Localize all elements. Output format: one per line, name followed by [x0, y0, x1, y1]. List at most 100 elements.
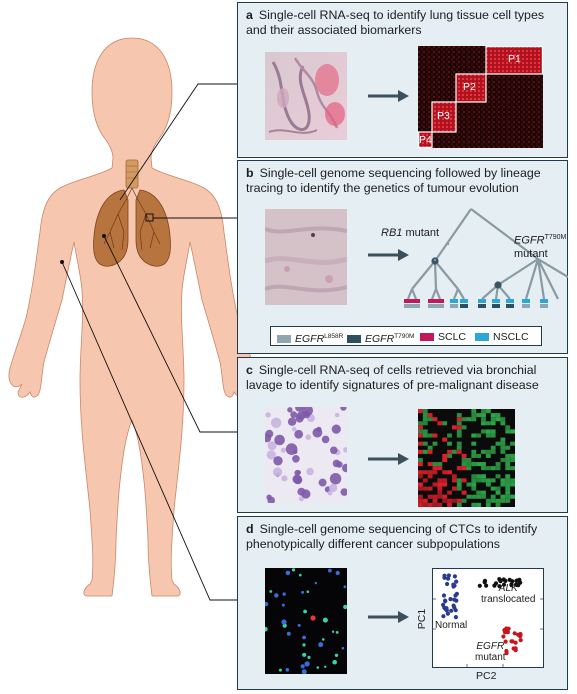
bronchial-lavage-cytology-image — [265, 407, 347, 503]
ctc-cell-red — [310, 615, 316, 621]
cytology-cell — [274, 434, 285, 446]
tree-branches — [406, 208, 568, 300]
expression-cell — [481, 421, 486, 426]
population-label-p3: P3 — [437, 110, 450, 122]
expression-cell — [500, 445, 506, 450]
expression-cell — [490, 486, 496, 491]
cytology-cell — [292, 474, 302, 484]
expression-cell — [437, 482, 443, 487]
ctc-cell — [301, 669, 307, 674]
cytology-cell — [292, 455, 300, 463]
expression-cell — [490, 445, 496, 450]
pca-point-normal — [449, 608, 454, 613]
expression-cell — [432, 433, 438, 438]
expression-cell — [500, 421, 506, 426]
expression-cell — [476, 478, 482, 483]
panel-c-arrow — [368, 453, 409, 465]
expression-cell — [461, 466, 467, 471]
expression-cell — [461, 417, 467, 422]
cytology-cell — [290, 411, 298, 418]
cytology-cell — [294, 469, 301, 476]
expression-cell — [456, 486, 462, 491]
expression-cell — [461, 425, 467, 430]
expression-cell — [442, 482, 448, 487]
cytology-cell — [295, 407, 303, 412]
connector-lines — [61, 83, 237, 601]
ctc-cell — [265, 626, 268, 632]
pca-point-alk — [484, 583, 489, 588]
expression-cell — [422, 409, 428, 414]
ctc-cell — [265, 601, 269, 607]
pca-point-egfr — [518, 634, 523, 639]
pca-point-egfr — [513, 640, 518, 645]
expression-cell — [456, 433, 462, 438]
ctc-cell — [324, 665, 327, 668]
expression-cell — [471, 478, 477, 483]
legend-egfr-l858r-gene: EGFR — [295, 333, 325, 345]
expression-cell — [490, 429, 496, 434]
trachea — [125, 159, 139, 189]
tree-leaf-mutation — [436, 304, 444, 308]
tree-leaf-mutation — [412, 304, 420, 308]
bronchi — [103, 187, 161, 251]
legend-egfr-t790m-sup: T790M — [394, 333, 415, 340]
expression-cell — [432, 466, 438, 471]
expression-cell — [481, 462, 486, 467]
tumour-histology-image — [265, 209, 347, 305]
expression-cell — [456, 482, 462, 487]
alk-suffix: translocated — [481, 594, 536, 605]
pca-ticks — [433, 598, 543, 667]
expression-cell — [447, 502, 452, 507]
expression-cell — [442, 437, 448, 442]
expression-cell — [456, 425, 462, 430]
expression-cell — [461, 457, 467, 463]
panel-a-letter: a — [246, 8, 253, 22]
expression-cell — [495, 474, 501, 479]
expression-cell — [466, 457, 472, 463]
expression-cell — [447, 433, 452, 438]
cytology-cell — [273, 456, 283, 466]
pca-point-alk — [497, 577, 502, 582]
ctc-cell — [301, 590, 305, 594]
ctc-cell — [343, 585, 347, 589]
pca-point-egfr — [509, 639, 514, 644]
pca-point-alk — [514, 578, 519, 583]
expression-cell — [500, 482, 506, 487]
expression-cell — [490, 466, 496, 471]
cytology-cell — [271, 417, 282, 428]
human-body-figure — [8, 37, 256, 597]
expression-cell — [500, 441, 506, 446]
expression-cell — [447, 453, 452, 458]
ctc-fluorescence-image — [265, 568, 347, 674]
expression-cell — [495, 486, 501, 491]
panel-b-arrow — [368, 249, 409, 261]
expression-cell — [427, 474, 433, 479]
expression-cell — [461, 490, 467, 495]
expression-cell — [422, 498, 428, 503]
tree-leaf-phenotype — [404, 299, 412, 303]
tree-leaf-mutation — [522, 304, 530, 308]
tree-leaf-phenotype — [492, 299, 500, 303]
expression-heatmap-cells — [418, 409, 515, 507]
expression-cell — [476, 502, 482, 507]
pca-point-alk — [509, 583, 514, 588]
ctc-cell — [299, 573, 302, 577]
legend-item-egfr-t790m: EGFRT790M — [347, 330, 415, 345]
tree-leaf-mutation — [478, 304, 486, 308]
expression-cell — [432, 502, 438, 507]
panel-a-arrow — [368, 90, 409, 102]
pca-point-normal — [444, 608, 449, 613]
expression-cell — [505, 429, 511, 434]
expression-cell — [490, 498, 496, 503]
rb1-label: RB1 mutant — [381, 227, 439, 239]
expression-cell — [481, 413, 486, 418]
expression-cell — [471, 462, 477, 467]
cytology-cell — [306, 467, 314, 476]
ctc-cell — [302, 643, 306, 647]
expression-cell — [505, 453, 511, 458]
ctc-cell — [304, 661, 310, 667]
expression-cell — [510, 453, 515, 458]
pca-point-normal — [452, 574, 457, 579]
